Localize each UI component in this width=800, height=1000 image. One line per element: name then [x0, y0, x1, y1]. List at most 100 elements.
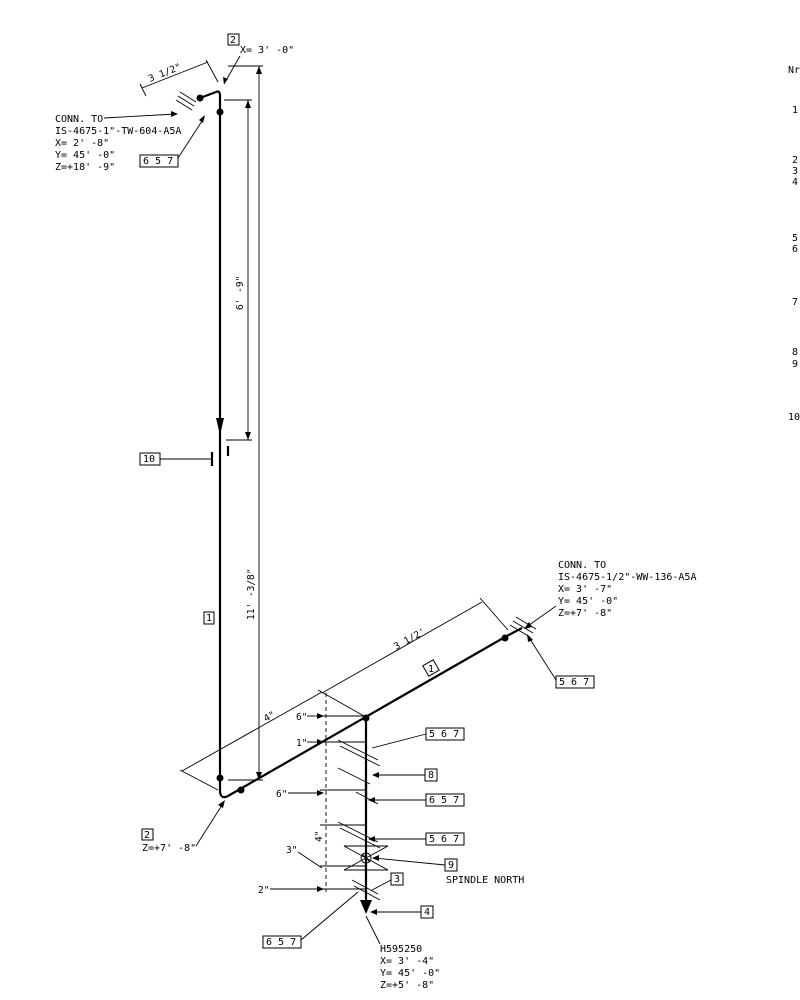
flange-symbol [353, 885, 381, 901]
coordinate-z: Z=+5' -8" [380, 980, 434, 991]
coordinate-x: X= 2' -8" [55, 138, 109, 149]
dimension-text: 6" [296, 712, 307, 723]
bottom-connection: H595250 X= 3' -4" Y= 45' -0" Z=+5' -8" [365, 915, 440, 991]
coordinate-z: Z=+18' -9" [55, 162, 115, 173]
callout-items: 10 [143, 454, 155, 465]
dimension-top-horizontal: 3 1/2" [139, 59, 219, 97]
flange-symbol [512, 620, 534, 634]
leader-arrow-icon [368, 797, 375, 803]
extension-line [205, 59, 219, 83]
dimension-vertical-upper: 6' -9" [224, 99, 252, 441]
leader-line [365, 915, 381, 945]
callout-box-2 [141, 828, 154, 841]
weld-dot [237, 786, 245, 794]
dim-arrow-icon [317, 886, 324, 892]
callout-items: 8 [428, 770, 434, 781]
coordinate-z: Z=+7' -8" [142, 843, 196, 854]
callout-tag: 2 [230, 35, 236, 46]
dimension-text: 4" [262, 709, 277, 724]
leader-line [373, 857, 446, 866]
callout-items: 5 6 7 [429, 729, 459, 740]
leader-arrow-icon [370, 909, 377, 915]
weld-dot [501, 634, 509, 642]
bottom-left-connection: 2 Z=+7' -8" [141, 800, 225, 854]
callout-items: 3 [394, 874, 400, 885]
callout-tag: 2 [144, 830, 150, 841]
leader-arrow-icon [171, 111, 178, 117]
item-number-column: Nr 1 2 3 4 5 6 7 8 9 10 [788, 65, 800, 423]
callout-items: 5 6 7 [559, 677, 589, 688]
leader-arrow-icon [218, 800, 225, 808]
leader-line [103, 113, 177, 119]
flange-symbol [515, 616, 537, 630]
weld-dot [216, 108, 224, 116]
flange-symbol [339, 745, 381, 767]
dim-arrow-icon [317, 790, 324, 796]
leader-line [297, 851, 323, 869]
pipe-tag-box [422, 659, 440, 677]
valve-spindle-icon [360, 852, 372, 864]
callout-items: 5 6 7 [429, 834, 459, 845]
top-connection: 2 X= 3' -0" CONN. TO IS-4675-1"-TW-604-A… [55, 33, 294, 173]
leader-arrow-icon [223, 77, 228, 84]
pipe-tag: 1 [206, 613, 212, 624]
callout-box-657 [139, 154, 179, 168]
item-number: 7 [792, 297, 798, 308]
dimension-diagonal-long: 3 1/2' [317, 597, 509, 717]
callout-items: 6 5 7 [429, 795, 459, 806]
conn-label: CONN. TO [55, 114, 103, 125]
extension-line [317, 689, 365, 717]
leader-line [371, 733, 427, 749]
leader-line [371, 879, 392, 891]
flange-symbol [175, 99, 193, 111]
callout-items: 4 [424, 907, 430, 918]
weld-points [196, 94, 509, 794]
dimension-text: 11' -3/8" [246, 569, 257, 620]
dimension-text: 4" [314, 831, 325, 842]
callout-box-657 [262, 935, 302, 949]
leader-line [300, 891, 359, 941]
dimension-diagonal-short: 4" [179, 691, 323, 791]
coordinate-x: X= 3' -7" [558, 584, 612, 595]
callout-box-2 [227, 33, 240, 46]
item-number: 3 [792, 166, 798, 177]
dimension-text: 6" [276, 789, 287, 800]
flange-symbol [351, 879, 379, 895]
valve-body-icon [343, 845, 389, 871]
pipe-tag: 1 [428, 664, 434, 675]
gasket-symbol [337, 767, 371, 785]
flange-symbol [177, 95, 195, 107]
coordinate-y: Y= 45' -0" [55, 150, 115, 161]
dimension-text: 6' -9" [235, 276, 246, 310]
conn-label: CONN. TO [558, 560, 606, 571]
coordinate-y: Y= 45' -0" [380, 968, 440, 979]
extension-line [139, 83, 147, 97]
leader-arrow-icon [368, 836, 375, 842]
pipe-tag-box [203, 611, 215, 625]
leader-arrow-icon [372, 855, 379, 861]
dimension-line [321, 601, 483, 694]
callout-items: 9 [448, 860, 454, 871]
callout-10: 10 [139, 446, 230, 466]
weld-dot [196, 94, 204, 102]
dim-arrow-icon [245, 432, 251, 440]
pipe-right-stub [504, 627, 523, 638]
flange-symbol [337, 739, 379, 761]
line-id: IS-4675-1/2"-WW-136-A5A [558, 572, 696, 583]
dim-arrow-icon [256, 66, 262, 74]
right-connection: CONN. TO IS-4675-1/2"-WW-136-A5A X= 3' -… [509, 560, 696, 689]
extension-line [179, 769, 219, 791]
callout-box-3 [390, 872, 404, 886]
stack-dimensions: 6" 1" 6" 4" 3" 2" [258, 693, 366, 896]
leader-arrow-icon [199, 115, 205, 123]
leader-line [527, 635, 557, 681]
item-number: 9 [792, 359, 798, 370]
dimension-text: 3" [286, 845, 297, 856]
spindle-note: SPINDLE NORTH [446, 875, 524, 886]
flange-symbol [339, 827, 381, 849]
item-number: 5 [792, 233, 798, 244]
coordinate-x: X= 3' -0" [240, 45, 294, 56]
valve-spindle-icon [361, 853, 371, 863]
callout-box-567 [555, 675, 595, 689]
